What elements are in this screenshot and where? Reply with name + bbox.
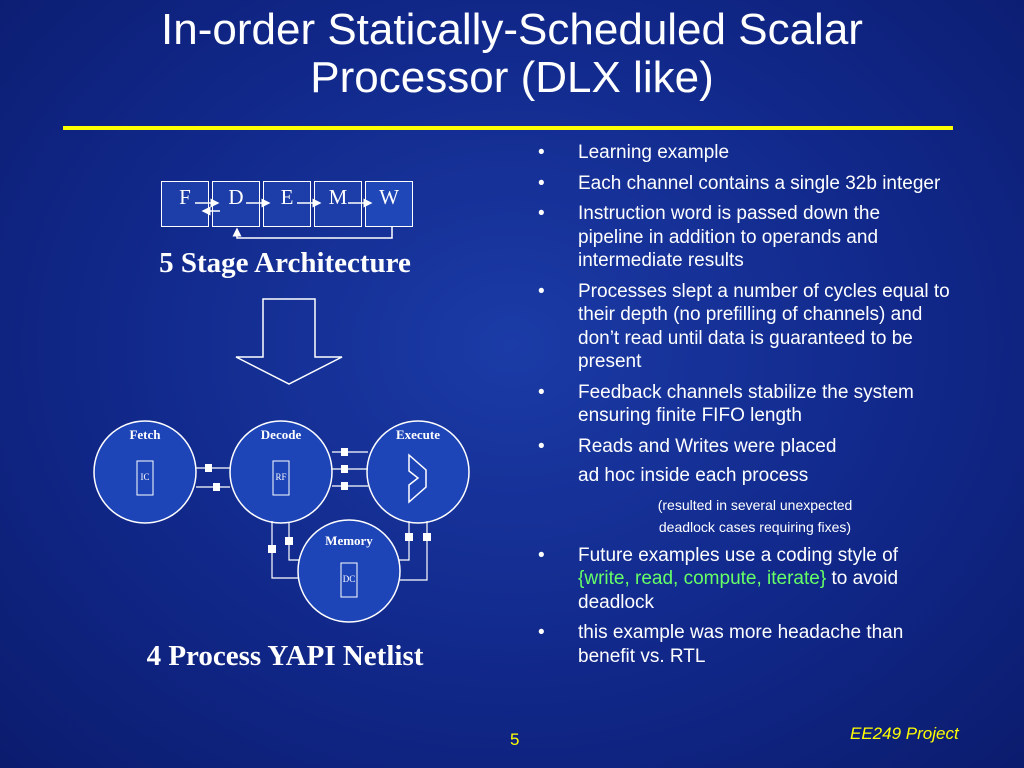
architecture-caption: 5 Stage Architecture (159, 247, 411, 279)
memory-label: Memory (325, 533, 373, 548)
title-underline (63, 126, 953, 130)
fifo-de-3 (341, 482, 348, 490)
alu-icon (408, 453, 427, 504)
fifo-dm-2 (285, 537, 293, 545)
dc-label: DC (342, 574, 356, 584)
slide-title: In-order Statically-Scheduled Scalar Pro… (40, 6, 984, 102)
fifo-em-2 (423, 533, 431, 541)
ic-block (136, 460, 154, 496)
title-line-1: In-order Statically-Scheduled Scalar (161, 5, 863, 54)
fifo-fd-2 (213, 483, 220, 491)
netlist-caption: 4 Process YAPI Netlist (146, 640, 424, 672)
bullet-note-2: deadlock cases requiring fixes) (658, 518, 852, 535)
bullet-item: •Future examples use a coding style of {… (538, 544, 899, 613)
stage-e: E (263, 181, 311, 227)
bullet-item: •Reads and Writes were placed (538, 435, 837, 457)
bullet-item: •Learning example (538, 142, 730, 163)
project-name: EE249 Project (850, 724, 959, 743)
stage-d: D (212, 181, 260, 227)
down-arrow-icon (235, 298, 343, 385)
title-line-2: Processor (DLX like) (310, 53, 714, 102)
bullet-item: •this example was more headache than ben… (538, 622, 904, 667)
bullet-item: •Instruction word is passed down the pip… (538, 203, 881, 271)
feedback-w-d (232, 227, 393, 239)
bullet-item: •Each channel contains a single 32b inte… (538, 172, 941, 194)
fifo-de-2 (341, 465, 348, 473)
stage-m: M (314, 181, 362, 227)
bullet-list: •Learning example •Each channel contains… (530, 141, 950, 675)
highlight-text: {write, read, compute, iterate} (578, 568, 827, 589)
rf-label: RF (275, 472, 287, 482)
dc-block (340, 562, 358, 598)
fifo-em-1 (405, 533, 413, 541)
decode-label: Decode (260, 427, 302, 442)
rf-block (272, 460, 290, 496)
ic-label: IC (140, 472, 150, 482)
fifo-dm-1 (268, 545, 276, 553)
stage-f: F (161, 181, 209, 227)
bullet-item: •Processes slept a number of cycles equa… (538, 280, 950, 373)
bullet-note-1: (resulted in several unexpected (657, 496, 853, 513)
bullet-continuation: ad hoc inside each process (578, 465, 809, 486)
fifo-fd-1 (205, 464, 212, 472)
bullet-item: •Feedback channels stabilize the system … (538, 381, 914, 427)
stage-w: W (365, 181, 413, 227)
page-number: 5 (510, 730, 520, 749)
fifo-de-1 (341, 448, 348, 456)
fetch-label: Fetch (129, 427, 161, 442)
execute-label: Execute (395, 427, 441, 442)
